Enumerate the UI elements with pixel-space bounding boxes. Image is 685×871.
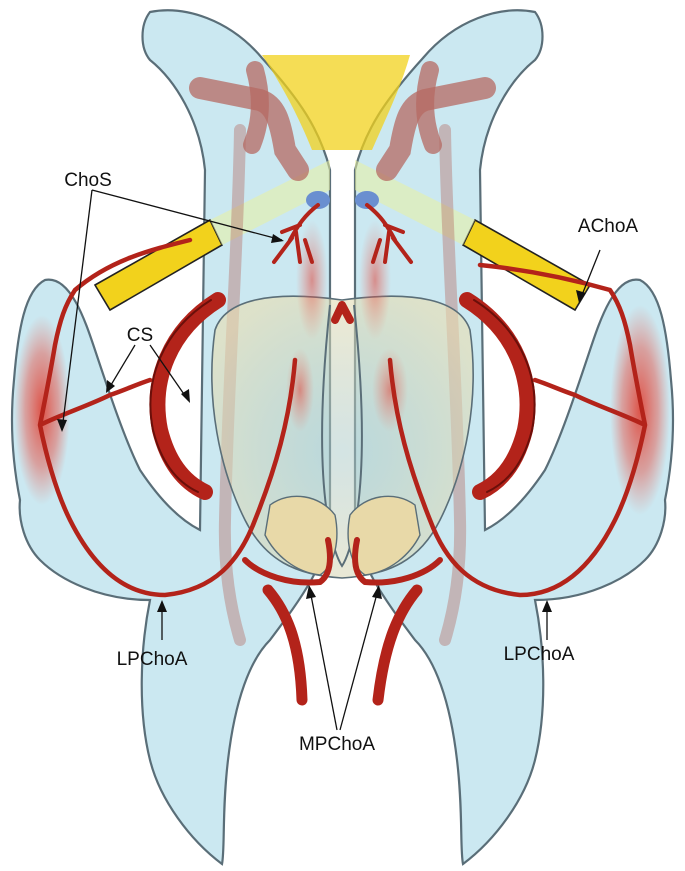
blush-left-body <box>296 220 328 340</box>
arrow-lpchoa-left <box>157 600 167 612</box>
foraminal-branches <box>272 203 413 264</box>
arrow-chos-left <box>57 419 67 432</box>
arrow-cs-left <box>106 380 115 393</box>
thalamus-region <box>211 295 474 579</box>
third-ventricle-outline <box>321 304 363 568</box>
right-tract-glow <box>355 160 475 245</box>
labels: ChoS CS AChoA LPChoA LPChoA MPChoA <box>64 170 638 755</box>
leader-chos-left <box>61 189 93 431</box>
optic-chiasm-band <box>262 55 410 150</box>
leader-chos-center <box>91 189 283 241</box>
arrow-mpchoa-left <box>306 585 316 599</box>
left-mpchoa-main <box>262 584 308 706</box>
right-vein-branch <box>416 61 442 154</box>
pulvinar-right <box>347 495 421 576</box>
label-cs: CS <box>127 325 153 346</box>
left-lpchoa-loop <box>37 237 298 598</box>
blush-right-body <box>359 220 391 340</box>
curved-vessels <box>149 292 536 500</box>
pulvinar-left <box>264 495 338 576</box>
left-arc-vessel-edge <box>149 299 212 493</box>
mpchoa-vessels <box>242 537 443 706</box>
left-branch-tuft <box>272 203 320 264</box>
arrow-lpchoa-right <box>542 600 552 612</box>
label-mpchoa: MPChoA <box>299 734 375 755</box>
label-lpchoa-right: LPChoA <box>504 644 575 665</box>
optic-tracts <box>93 55 592 312</box>
label-chos: ChoS <box>64 170 112 191</box>
left-tract-glow <box>210 160 330 245</box>
arrow-chos-center <box>271 234 284 243</box>
right-branch-tuft <box>365 203 413 264</box>
lpchoa-vessels <box>37 237 648 598</box>
right-arc-vessel <box>459 292 536 500</box>
leader-mpchoa-left <box>309 589 338 731</box>
label-achoa: AChoA <box>578 216 639 237</box>
left-vein-branch <box>243 61 269 154</box>
arrow-achoa <box>576 290 586 303</box>
left-mpchoa-loop <box>242 537 333 586</box>
right-lpchoa-loop <box>387 262 648 598</box>
label-lpchoa-left: LPChoA <box>117 649 188 670</box>
leader-lines <box>57 189 601 731</box>
left-arc-vessel <box>149 292 226 500</box>
leader-cs-left <box>107 344 136 391</box>
foramina <box>306 191 379 209</box>
left-foramen <box>306 191 330 209</box>
arrow-mpchoa-right <box>372 585 382 599</box>
leader-cs-right <box>149 344 189 401</box>
right-foramen <box>355 191 379 209</box>
central-fork <box>331 301 354 324</box>
leader-achoa <box>579 249 601 301</box>
right-arc-vessel-edge <box>473 299 536 493</box>
right-mpchoa-loop <box>352 537 443 586</box>
arrow-cs-right <box>181 389 190 403</box>
leader-mpchoa-right <box>339 589 379 731</box>
right-mpchoa-main <box>372 584 423 706</box>
